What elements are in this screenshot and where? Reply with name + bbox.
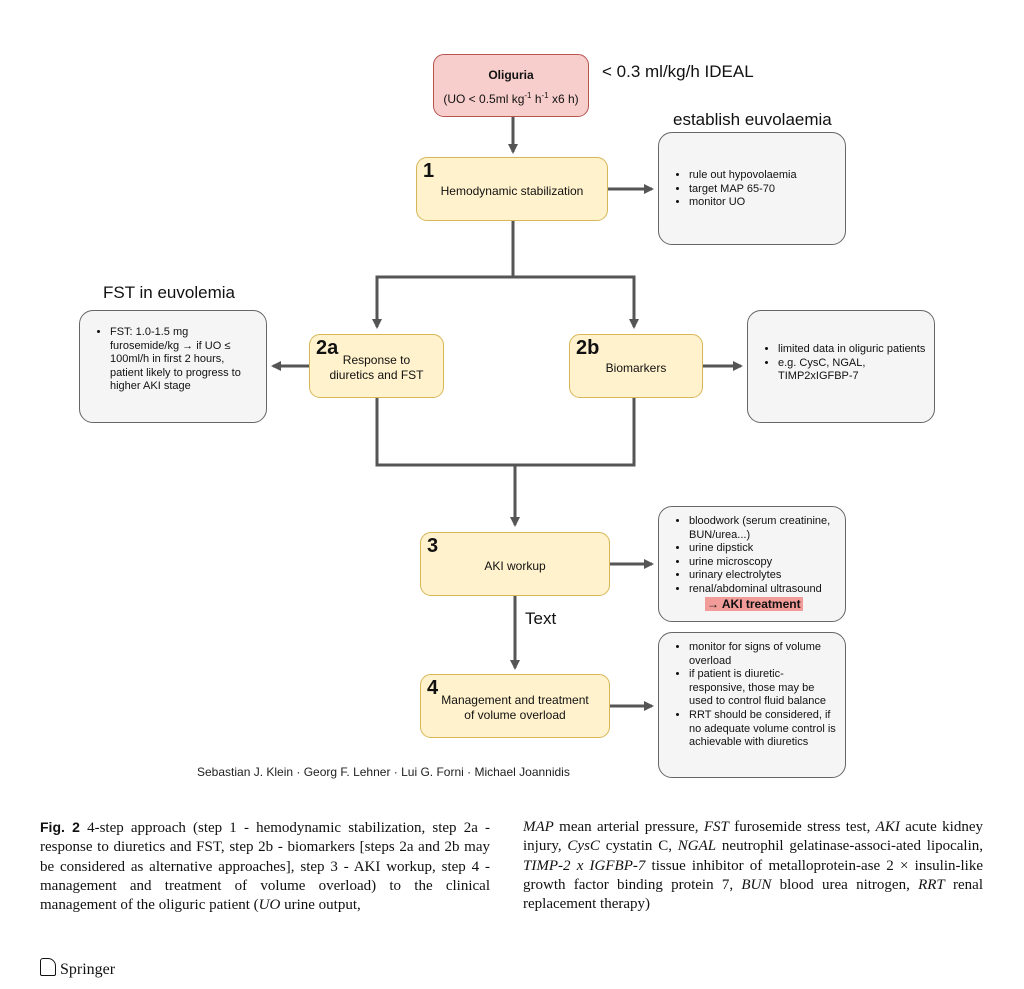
caption-left: Fig. 2 4-step approach (step 1 - hemodyn…	[40, 819, 490, 914]
aki-treatment-highlight: → AKI treatment	[705, 596, 803, 611]
step4-label-line2: of volume overload	[464, 708, 566, 722]
oliguria-subtitle: (UO < 0.5ml kg-1 h-1 x6 h)	[443, 91, 579, 106]
publisher-logo: Springer	[40, 958, 115, 979]
step2b-box: 2b Biomarkers	[569, 334, 703, 398]
figure-authors: Sebastian J. Klein · Georg F. Lehner · L…	[197, 765, 570, 779]
list-item: RRT should be considered, if no adequate…	[689, 709, 839, 750]
step4-notes: monitor for signs of volume overload if …	[667, 641, 839, 750]
step1-number: 1	[423, 160, 435, 182]
oliguria-annotation: < 0.3 ml/kg/h IDEAL	[602, 62, 754, 81]
springer-horse-icon	[40, 958, 56, 976]
edge-text-label: Text	[525, 609, 557, 628]
step2a-notes: FST: 1.0-1.5 mg furosemide/kg → if UO ≤ …	[88, 326, 260, 394]
step3-number: 3	[427, 535, 439, 557]
step1-annotation: establish euvolaemia	[673, 110, 832, 129]
list-item: rule out hypovolaemia	[689, 169, 837, 183]
split-step1	[372, 221, 515, 329]
step4-label-line1: Management and treatment	[441, 693, 589, 707]
step3-box: 3 AKI workup	[420, 532, 610, 596]
list-item: urine microscopy	[689, 556, 843, 570]
list-item: limited data in oliguric patients	[778, 343, 928, 357]
step1-box: 1 Hemodynamic stabilization	[416, 157, 608, 221]
caption-right: MAP mean arterial pressure, FST furosemi…	[523, 819, 984, 913]
figure-label: Fig. 2	[40, 819, 80, 835]
step1-label: Hemodynamic stabilization	[440, 184, 584, 198]
step2b-notes: limited data in oliguric patients e.g. C…	[756, 343, 928, 384]
step2b-notes-box: limited data in oliguric patients e.g. C…	[747, 310, 935, 423]
oliguria-title: Oliguria	[488, 68, 534, 82]
step2a-annotation: FST in euvolemia	[103, 283, 235, 302]
list-item: monitor for signs of volume overload	[689, 641, 839, 668]
oliguria-box: Oliguria (UO < 0.5ml kg-1 h-1 x6 h)	[433, 54, 589, 117]
list-item: urinary electrolytes	[689, 569, 843, 583]
list-item: bloodwork (serum creatinine, BUN/urea...…	[689, 515, 843, 542]
step3-notes-box: bloodwork (serum creatinine, BUN/urea...…	[658, 506, 846, 622]
step2a-label-line2: diuretics and FST	[329, 368, 424, 382]
step1-notes: rule out hypovolaemia target MAP 65-70 m…	[667, 169, 837, 210]
step4-box: 4 Management and treatment of volume ove…	[420, 674, 610, 738]
step2a-label-line1: Response to	[342, 353, 411, 367]
step2a-notes-box: FST: 1.0-1.5 mg furosemide/kg → if UO ≤ …	[79, 310, 267, 423]
step2a-box: 2a Response to diuretics and FST	[309, 334, 444, 398]
step2b-number: 2b	[576, 337, 600, 359]
step3-notes: bloodwork (serum creatinine, BUN/urea...…	[667, 515, 843, 612]
merge-step2a	[375, 398, 636, 467]
step2a-number: 2a	[316, 337, 339, 359]
list-item: FST: 1.0-1.5 mg furosemide/kg → if UO ≤ …	[110, 326, 260, 394]
split-step1-right	[513, 275, 639, 329]
list-item: renal/abdominal ultrasound	[689, 583, 843, 597]
list-item: e.g. CysC, NGAL, TIMP2xIGFBP-7	[778, 357, 928, 384]
list-item: urine dipstick	[689, 542, 843, 556]
step1-notes-box: rule out hypovolaemia target MAP 65-70 m…	[658, 132, 846, 245]
step3-label: AKI workup	[484, 559, 546, 573]
step4-notes-box: monitor for signs of volume overload if …	[658, 632, 846, 778]
list-item: monitor UO	[689, 196, 837, 210]
step2b-label: Biomarkers	[605, 361, 667, 375]
list-item: if patient is diuretic-responsive, those…	[689, 668, 839, 709]
step4-number: 4	[427, 677, 439, 699]
list-item: target MAP 65-70	[689, 183, 837, 197]
